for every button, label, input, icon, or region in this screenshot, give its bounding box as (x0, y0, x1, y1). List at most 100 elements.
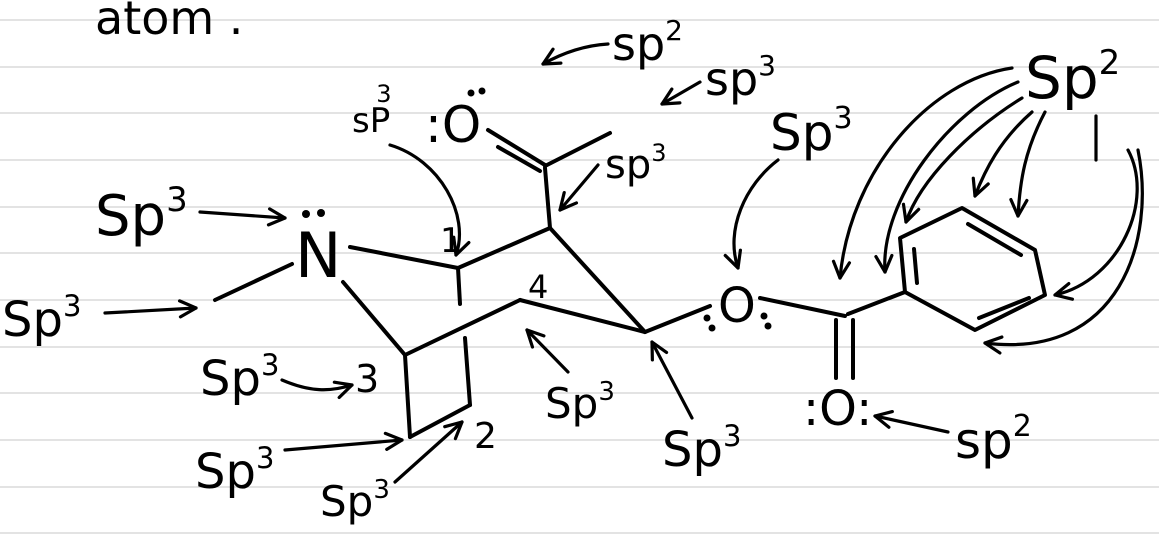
bond-nitrogen-methyl (213, 262, 294, 302)
arrow-to-nitrogen-methyl (103, 299, 198, 319)
lone-pairs (302, 87, 772, 332)
hybridization-label: Sp3 (662, 419, 741, 478)
nitrogen-atom: N (295, 219, 341, 292)
label-superscript: 2 (1013, 409, 1032, 444)
hybridization-label: Sp3 (195, 441, 274, 500)
bond-ester-carbon-oxygen (643, 304, 712, 334)
arrow-to-ring-atom (983, 148, 1144, 355)
arrow-to-ester-carbon (650, 340, 694, 420)
hybridization-label: sP3 (352, 80, 392, 141)
bond-carbonyl-phenyl (846, 290, 907, 316)
hybridization-label: sp2 (612, 14, 683, 71)
hybridization-label: Sp3 (200, 348, 279, 407)
bond-c2-lower-carbon (408, 403, 472, 439)
label-base: Sp (195, 444, 256, 500)
arrow-to-nitrogen (198, 207, 287, 227)
benzene-inner-bond (977, 296, 1031, 320)
lone-pair-dot (478, 87, 486, 95)
ring-number: 4 (528, 268, 548, 306)
lone-pair-dot (708, 324, 716, 332)
label-base: Sp (662, 422, 723, 478)
top-oxygen-atom: :O (425, 96, 481, 154)
hybridization-label: Sp3 (545, 377, 615, 428)
bond-ring-c-to-c1 (456, 226, 552, 270)
lone-pair-dot (764, 322, 772, 330)
arrow-to-bottom-oxygen (873, 410, 950, 434)
bond-nitrogen-c1 (348, 245, 460, 270)
arrow-to-methyl-carbon (660, 80, 702, 106)
label-base: sp (605, 142, 651, 188)
benzene-ring (898, 206, 1047, 332)
bond-top-oxygen-double-b (496, 145, 542, 173)
header-text: atom . (95, 0, 243, 45)
bond-c3-nitrogen (341, 280, 407, 357)
bond-ester-oxygen-carbonyl (758, 296, 847, 318)
label-superscript: 2 (1099, 43, 1121, 83)
hybridization-label: Sp3 (770, 101, 853, 162)
bond-c4-ester-carbon (518, 298, 647, 334)
arrow-to-c1 (388, 143, 471, 257)
label-base: sP (352, 101, 390, 141)
lone-pair-dot (317, 209, 325, 217)
arrow-to-ring-atom (874, 80, 1020, 274)
label-base: Sp (545, 379, 598, 428)
arrow-to-c2 (393, 420, 464, 484)
label-base: Sp (2, 292, 63, 348)
label-superscript: 3 (261, 348, 279, 382)
label-superscript: 3 (833, 101, 852, 136)
lone-pair-dot (467, 89, 475, 97)
hybridization-label: sp3 (605, 139, 667, 188)
arrow-to-ring-atom (1009, 110, 1047, 218)
label-base: sp (955, 412, 1013, 470)
hybridization-label: Sp3 (95, 180, 188, 249)
molecule-skeleton (213, 128, 1047, 439)
bottom-oxygen-atom: :O: (803, 381, 872, 437)
benzene-inner-bond (912, 247, 919, 285)
label-superscript: 3 (598, 377, 615, 407)
bond-carbonyl-methyl (543, 131, 612, 168)
label-superscript: 3 (723, 419, 741, 453)
label-superscript: 3 (758, 49, 776, 82)
lone-pair-dot (703, 314, 711, 322)
arrow-to-ring-atom (1053, 148, 1139, 301)
hybridization-label: sp2 (955, 409, 1032, 470)
ruled-lines (0, 19, 1159, 534)
hybridization-label: Sp3 (2, 289, 81, 348)
label-superscript: 3 (376, 80, 391, 108)
label-base: Sp (320, 477, 373, 526)
arrow-to-ester-oxygen (723, 158, 780, 270)
hybridization-label: sp3 (705, 49, 776, 106)
arrow-to-ring-atom (971, 110, 1034, 198)
bond-c1-c2-lower (463, 336, 472, 407)
label-superscript: 3 (166, 180, 188, 220)
bond-lower-carbon-c3 (403, 353, 412, 439)
label-base: Sp (200, 351, 261, 407)
label-superscript: 3 (373, 475, 390, 505)
lone-pair-dot (302, 210, 310, 218)
lone-pair-dot (760, 312, 768, 320)
label-base: sp (612, 17, 665, 71)
bond-c3-c4 (403, 298, 522, 357)
benzene-inner-bond (966, 222, 1023, 257)
bond-c1-c2-upper (456, 266, 462, 306)
arrow-to-c3 (280, 378, 354, 400)
label-superscript: 3 (651, 139, 666, 167)
label-base: Sp (1025, 44, 1099, 112)
arrow-to-c4 (525, 328, 570, 374)
label-superscript: 2 (665, 14, 683, 47)
label-base: Sp (95, 184, 166, 249)
arrow-to-lower-carbon (283, 431, 404, 452)
hybridization-label: Sp3 (320, 475, 390, 526)
arrow-to-top-oxygen (541, 42, 610, 66)
label-superscript: 3 (63, 289, 81, 323)
ester-oxygen-atom: O (718, 278, 756, 334)
ring-number: 3 (355, 357, 379, 401)
annotation-arrows (103, 42, 1144, 484)
hybridization-label: Sp2 (1025, 43, 1120, 112)
label-superscript: 3 (256, 441, 274, 475)
bond-top-oxygen-double-a (486, 128, 547, 167)
bond-carbonyl-ring-carbon (543, 166, 552, 230)
bond-ring-c-to-ester-carbon (548, 226, 647, 334)
arrow-to-ring-carbon (558, 163, 600, 212)
